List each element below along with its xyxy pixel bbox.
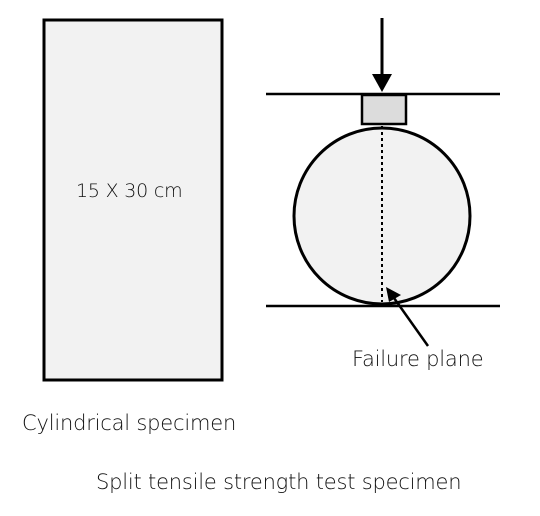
load-arrow-head: [372, 74, 392, 92]
bearing-strip: [360, 93, 408, 126]
cylindrical-specimen-caption: Cylindrical specimen: [22, 411, 237, 435]
failure-plane-pointer: [392, 297, 430, 347]
cylinder-dimension-label: 15 X 30 cm: [76, 180, 183, 202]
split-test-caption: Split tensile strength test specimen: [96, 470, 462, 494]
failure-plane-label: Failure plane: [352, 347, 484, 371]
cylinder-side-view: [42, 18, 224, 382]
failure-plane-pointer-head: [386, 287, 401, 302]
